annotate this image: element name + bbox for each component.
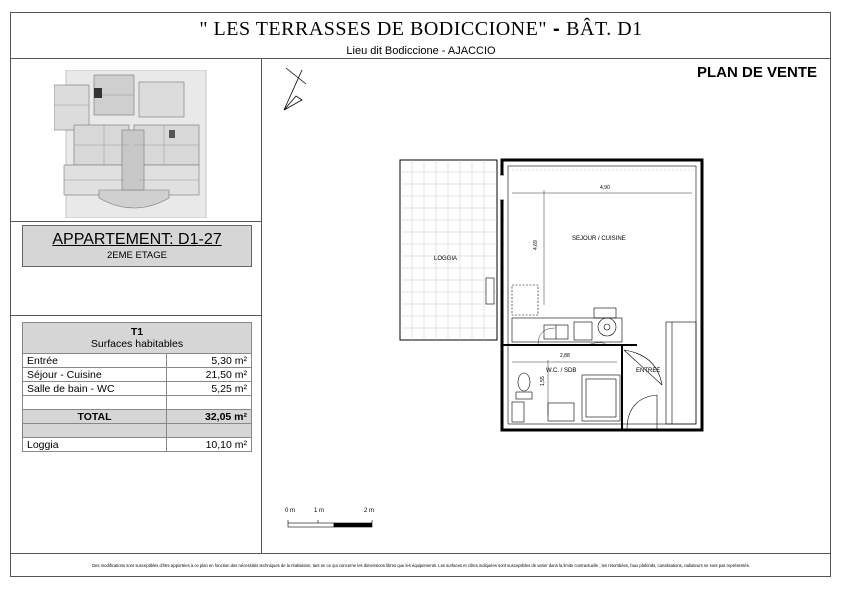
surfaces-heading: Surfaces habitables	[90, 338, 184, 350]
row-label: Entrée	[22, 353, 167, 368]
scale-label: 2 m	[364, 508, 375, 514]
table-row: Salle de bain - WC 5,25 m²	[22, 381, 252, 396]
dimension-width-main: 4,90	[600, 185, 610, 191]
room-label-loggia: LOGGIA	[434, 256, 458, 262]
row-value: 10,10 m²	[166, 437, 252, 452]
scale-label: 1 m	[314, 508, 325, 514]
building-key-plan	[54, 70, 207, 218]
apartment-name: APPARTEMENT: D1-27	[52, 231, 222, 248]
plan-type-label: PLAN DE VENTE	[696, 64, 817, 81]
room-label-sejour: SEJOUR / CUISINE	[572, 236, 626, 242]
footer-divider	[10, 553, 831, 554]
building-label: BÂT. D1	[566, 18, 643, 40]
dimension-lines	[512, 190, 692, 415]
project-title: " LES TERRASSES DE BODICCIONE"-BÂT. D1	[0, 18, 842, 41]
table-header-row: T1 Surfaces habitables	[22, 322, 252, 354]
table-row: Entrée 5,30 m²	[22, 353, 252, 368]
header-divider	[10, 58, 831, 59]
floor-plan	[283, 67, 704, 528]
keyplan-divider	[10, 221, 261, 222]
bathroom-fixtures	[511, 372, 621, 423]
legal-disclaimer: Des modifications sont susceptibles d'êt…	[92, 563, 750, 568]
project-name: " LES TERRASSES DE BODICCIONE"	[199, 18, 547, 40]
table-header: T1 Surfaces habitables	[22, 322, 252, 354]
entry-doors	[623, 321, 697, 431]
room-label-entree: ENTREE	[636, 368, 661, 374]
table-empty-row	[22, 423, 252, 438]
row-value: 21,50 m²	[166, 367, 252, 382]
scale-label: 0 m	[285, 508, 296, 514]
table-row: Loggia 10,10 m²	[22, 437, 252, 452]
loggia-area	[399, 159, 498, 341]
panel-divider	[261, 58, 262, 553]
table-divider	[10, 315, 261, 316]
title-separator: -	[553, 18, 561, 40]
apartment-floor: 2EME ETAGE	[106, 250, 167, 261]
dimension-height-main: 4,69	[533, 240, 539, 250]
row-label: Séjour - Cuisine	[22, 367, 167, 382]
table-row: Séjour - Cuisine 21,50 m²	[22, 367, 252, 382]
scale-bar	[287, 520, 373, 528]
apartment-id-box: APPARTEMENT: D1-27 2EME ETAGE	[22, 225, 252, 267]
dimension-width-wc: 2,88	[560, 353, 570, 359]
dimension-height-wc: 1,55	[540, 376, 546, 386]
apartment-type: T1	[130, 326, 144, 338]
table-empty-row	[22, 395, 252, 410]
kitchen-counter	[511, 284, 623, 343]
row-label: Salle de bain - WC	[22, 381, 167, 396]
project-location: Lieu dit Bodiccione - AJACCIO	[346, 45, 496, 57]
total-row: TOTAL 32,05 m²	[22, 409, 252, 424]
north-arrow-icon	[283, 67, 307, 111]
row-value: 5,30 m²	[166, 353, 252, 368]
room-label-wc: W.C. / SDB	[546, 368, 577, 374]
apartment-walls	[500, 158, 704, 432]
row-label: Loggia	[22, 437, 167, 452]
sheet-frame	[10, 12, 831, 577]
total-value: 32,05 m²	[166, 409, 252, 424]
row-value: 5,25 m²	[166, 381, 252, 396]
surface-table: T1 Surfaces habitables Entrée 5,30 m² Sé…	[22, 322, 252, 452]
total-label: TOTAL	[22, 409, 167, 424]
